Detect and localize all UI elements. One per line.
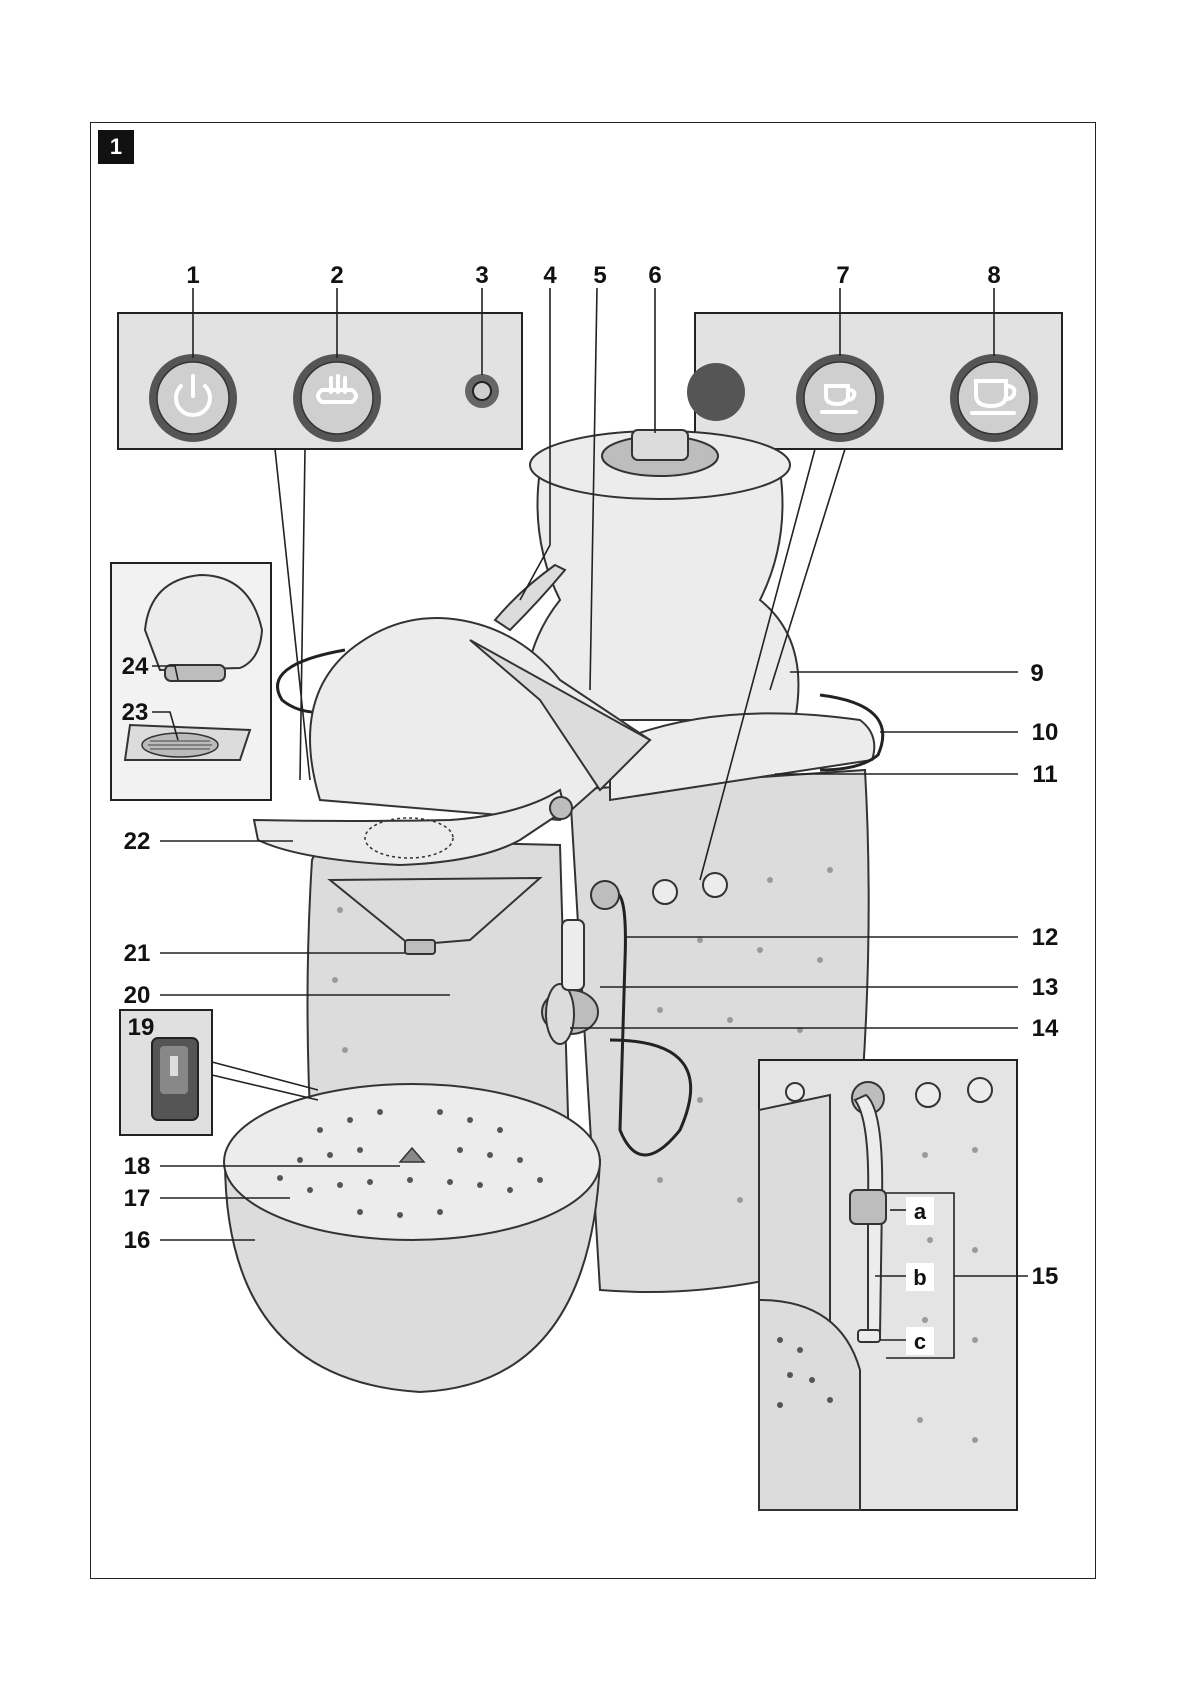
callout-11: 11 [1032,761,1057,788]
water-tank [523,429,800,721]
callout-8: 8 [987,262,1000,289]
steam-icon [316,374,358,404]
callout-16: 16 [124,1227,151,1254]
steam-button[interactable] [293,354,381,442]
float-indicator [398,1146,426,1163]
control-panel-left [117,312,523,450]
callout-4: 4 [543,262,557,289]
power-icon [174,374,212,418]
callout-5: 5 [593,262,606,289]
callout-labels: 1 2 3 4 5 6 7 8 9 10 11 12 13 14 15 16 1… [122,262,1059,1290]
callout-15: 15 [1032,1263,1059,1290]
figure-frame [90,122,1096,1579]
callout-21: 21 [124,940,151,967]
drip-grid [277,1109,543,1218]
control-panel-right [687,312,1063,450]
callout-19: 19 [128,1014,155,1041]
callout-9: 9 [1030,660,1043,687]
callout-7: 7 [836,262,849,289]
callout-14: 14 [1032,1015,1059,1042]
leader-lines [152,287,1028,1359]
main-power-switch[interactable] [151,1037,199,1121]
small-cup-icon [820,384,858,414]
callout-10: 10 [1032,719,1059,746]
callout-22: 22 [124,828,151,855]
inset-frothing-nozzle [758,1059,1018,1511]
callout-12: 12 [1032,924,1059,951]
sub-callout-a: a [914,1199,927,1224]
callout-3: 3 [475,262,488,289]
callout-1: 1 [186,262,199,289]
drip-tray [223,1083,602,1394]
inset-pod-holder [110,562,272,801]
callout-18: 18 [124,1153,151,1180]
large-cup-icon [970,379,1017,415]
callout-2: 2 [330,262,343,289]
sub-callout-labels: a b c [906,1197,934,1355]
large-cup-button[interactable] [950,354,1038,442]
callout-13: 13 [1032,974,1059,1001]
sub-callout-b: b [913,1265,926,1290]
pod-holder-lid [309,617,652,822]
indicator-light [465,374,499,408]
callout-20: 20 [124,982,151,1009]
steam-knob[interactable] [541,983,599,1045]
callout-23: 23 [122,699,149,726]
small-cup-button[interactable] [796,354,884,442]
tank-lid-knob [631,429,689,461]
power-button[interactable] [149,354,237,442]
callout-6: 6 [648,262,661,289]
callout-17: 17 [124,1185,151,1212]
callout-24: 24 [122,653,149,680]
figure-number-badge: 1 [98,130,134,164]
sub-callout-c: c [914,1329,926,1354]
inset-main-switch [119,1009,319,1136]
